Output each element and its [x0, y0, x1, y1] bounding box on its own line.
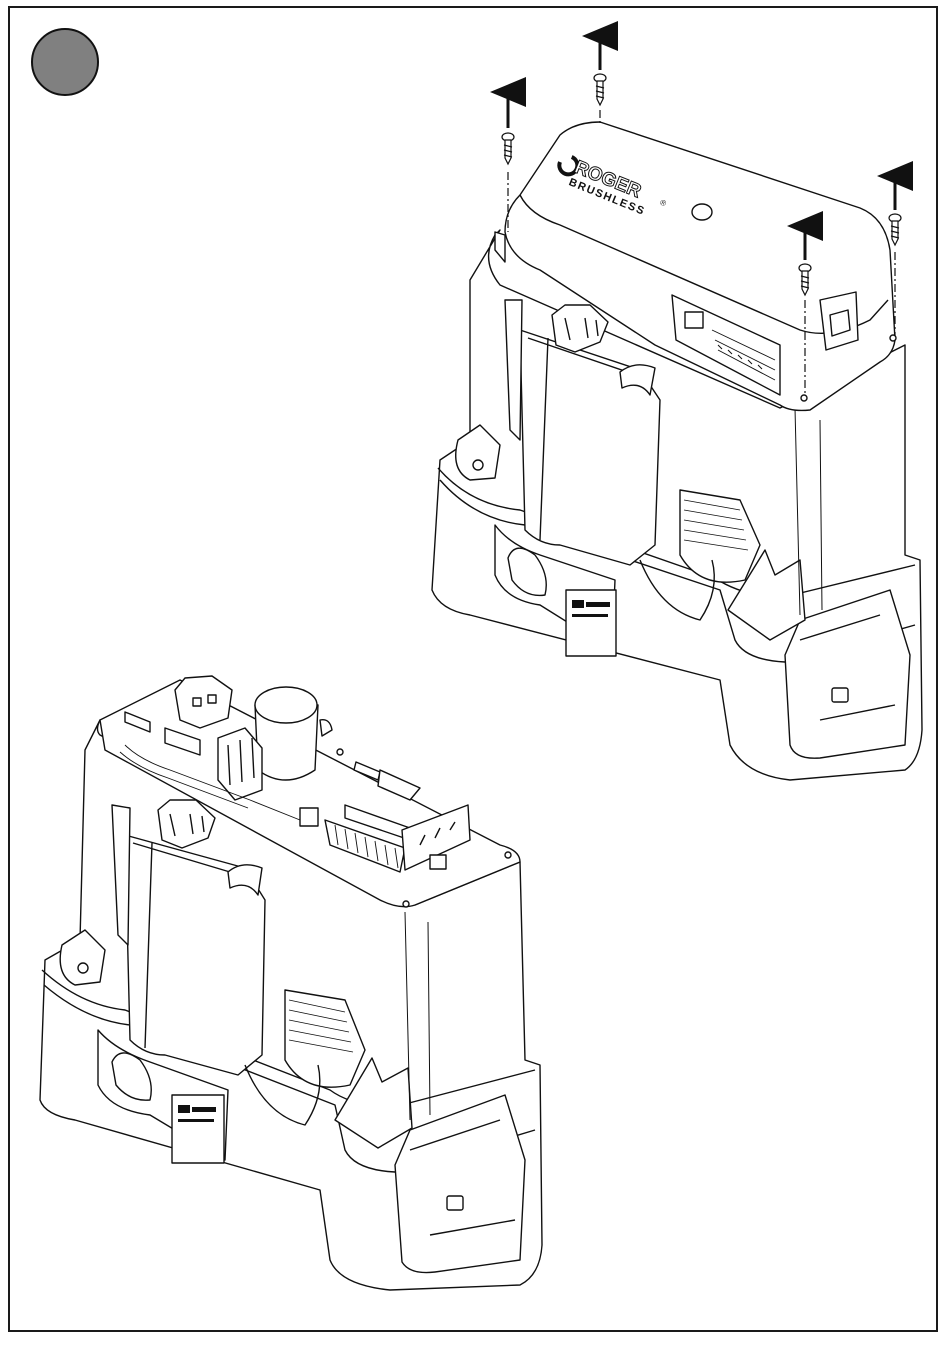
label-plate	[566, 590, 616, 656]
terminal-block	[175, 676, 232, 728]
front-latch	[447, 1196, 463, 1210]
screw-icon	[594, 74, 606, 125]
operator-without-cover	[40, 676, 542, 1290]
front-latch	[832, 688, 848, 702]
operator-with-cover	[432, 122, 922, 780]
